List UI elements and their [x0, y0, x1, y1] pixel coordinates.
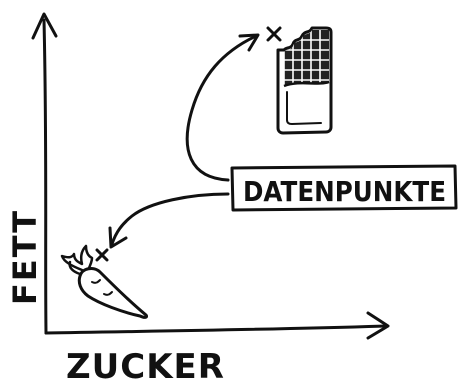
arrow-to-chocolate — [185, 33, 260, 182]
data-point-marker-chocolate — [266, 26, 282, 42]
y-axis — [31, 12, 58, 335]
callout-box: DATENPUNKTE — [230, 164, 458, 212]
carrot-icon — [60, 244, 148, 319]
callout-label: DATENPUNKTE — [243, 175, 446, 208]
chocolate-bar-icon — [266, 26, 333, 135]
y-axis-label: FETT — [6, 209, 44, 305]
x-axis — [44, 311, 390, 340]
data-point-marker-carrot — [95, 248, 109, 262]
x-axis-label: ZUCKER — [66, 347, 225, 381]
arrow-to-carrot — [108, 192, 230, 249]
